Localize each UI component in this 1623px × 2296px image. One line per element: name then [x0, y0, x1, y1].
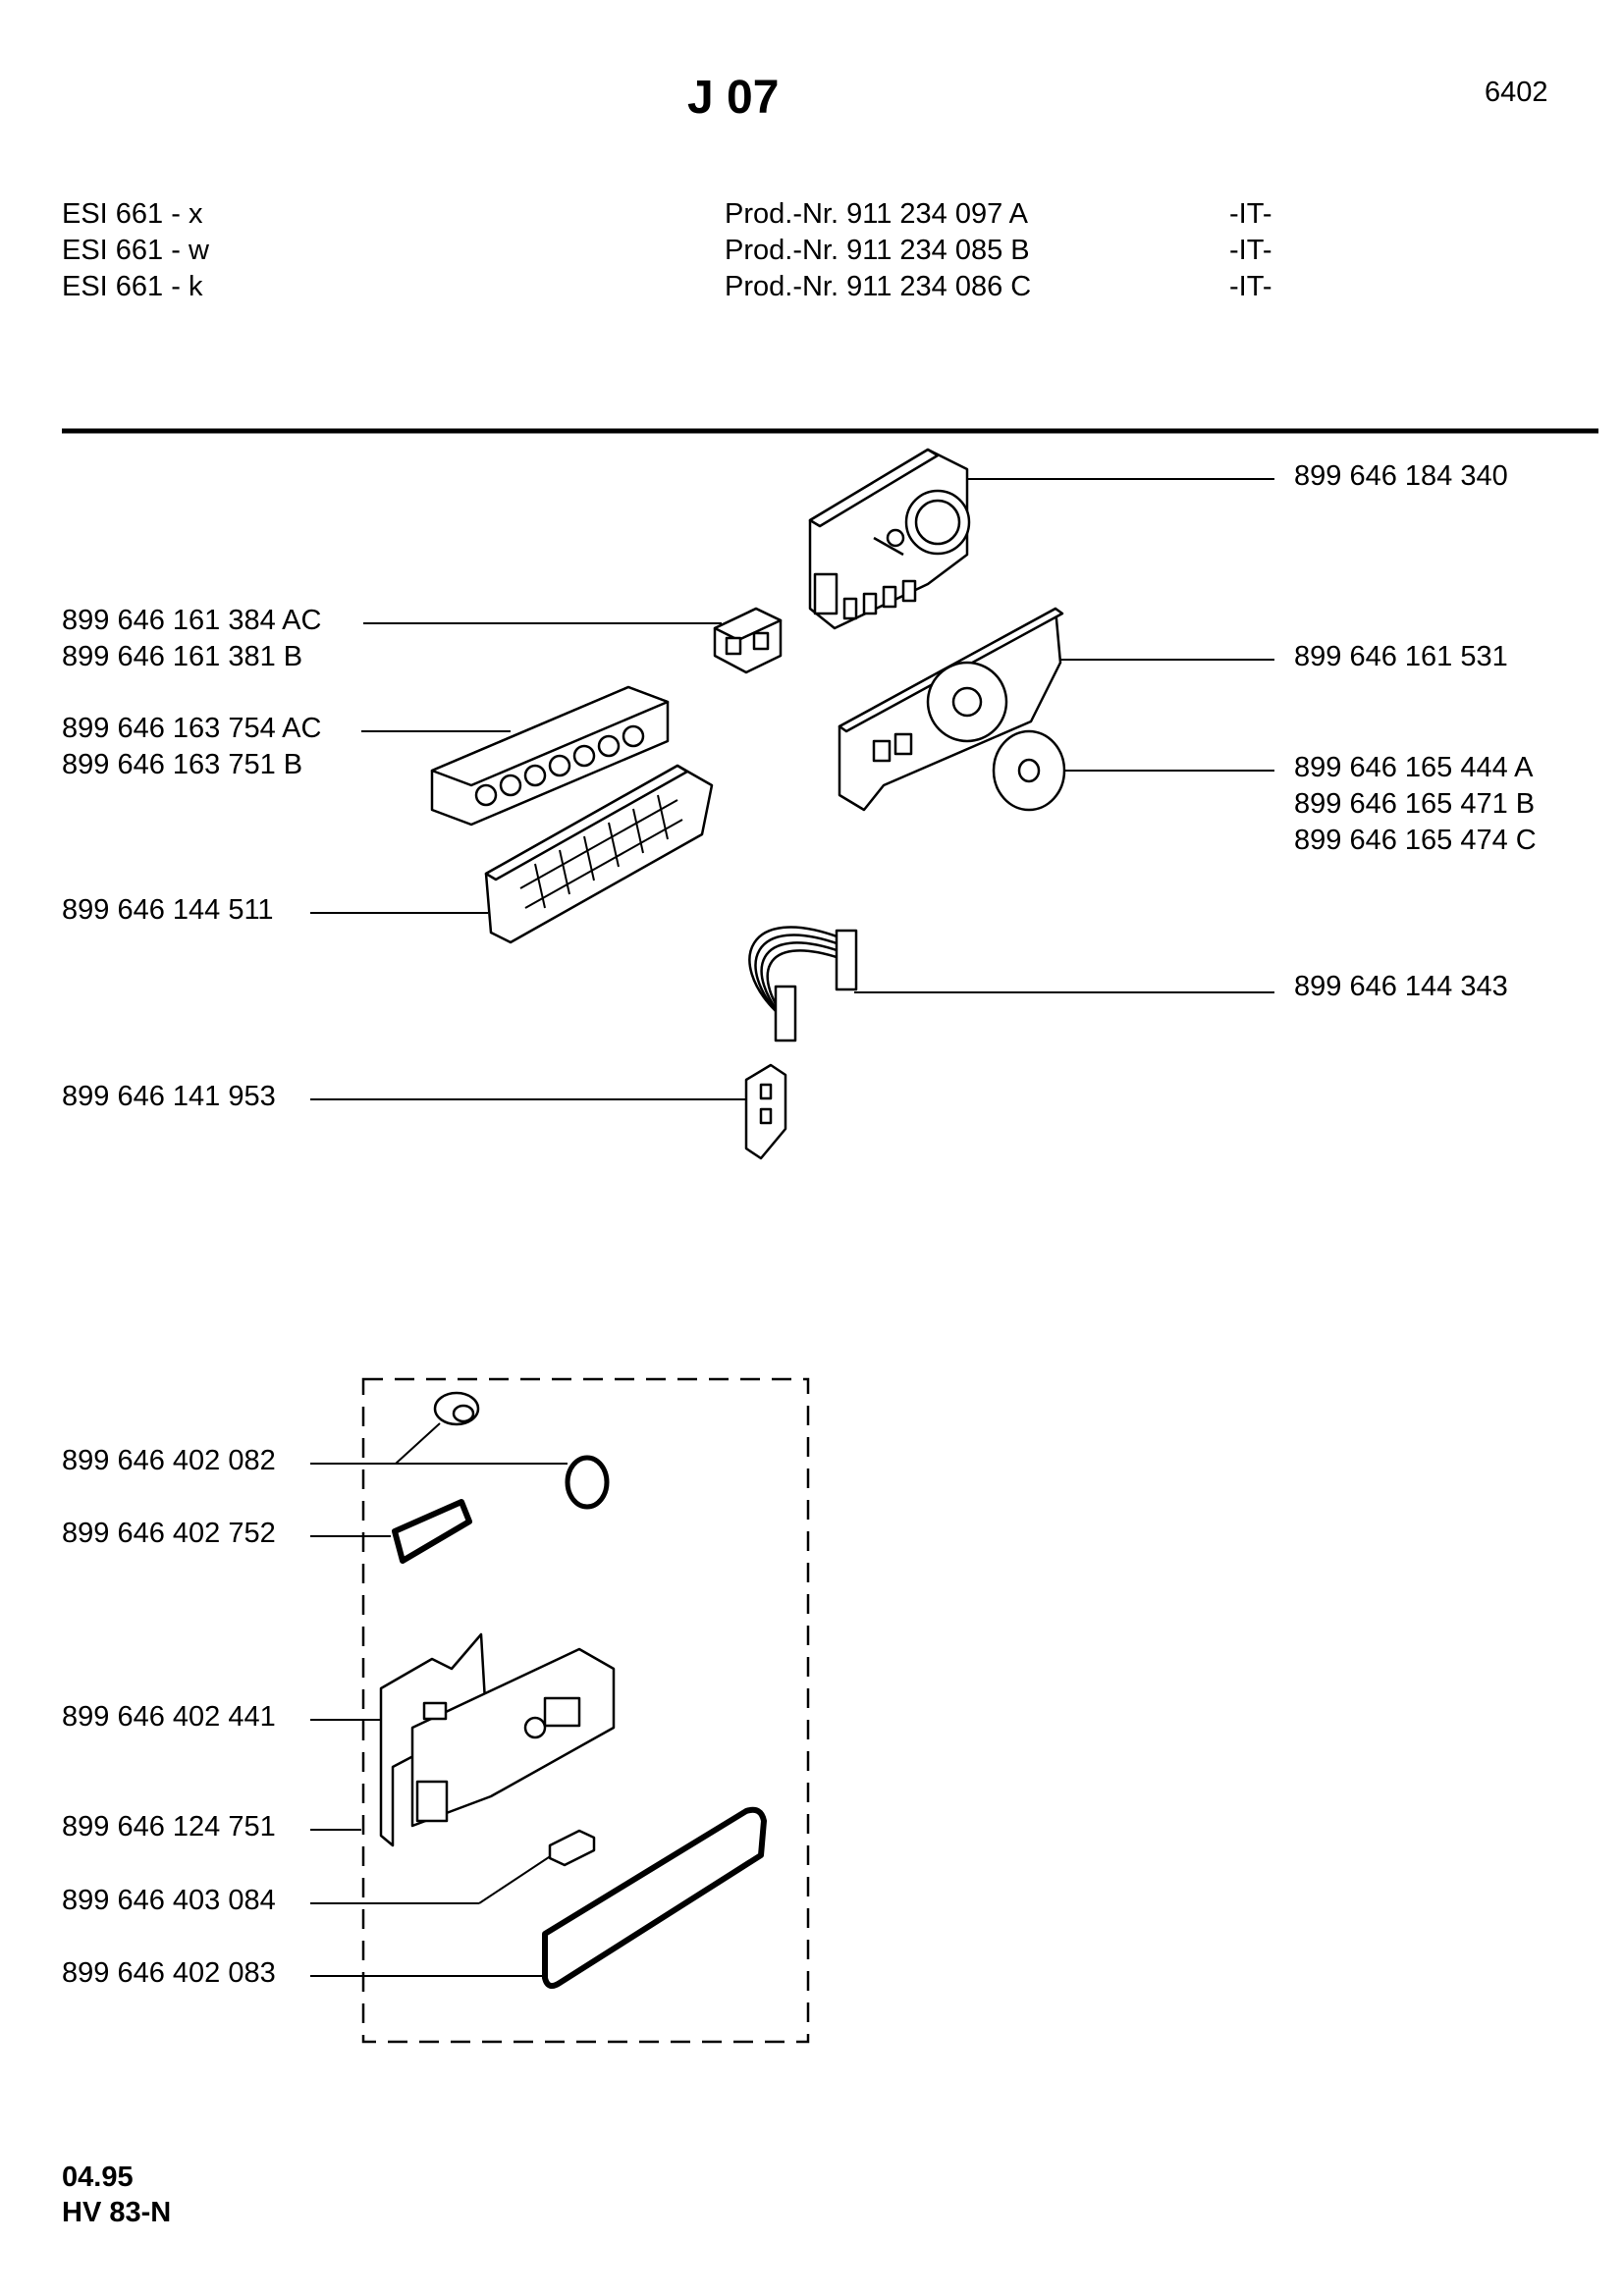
clip-part: [548, 1829, 596, 1867]
kit-group-frame: [361, 1377, 810, 2044]
part-number-label: 899 646 144 511: [62, 894, 274, 926]
part-number-label: 899 646 163 751 B: [62, 749, 303, 780]
model-name: ESI 661 - w: [62, 235, 209, 266]
part-number-label: 899 646 161 384 AC: [62, 605, 322, 636]
door-lock-part: [379, 1632, 616, 1847]
part-number-label: 899 646 124 751: [62, 1811, 276, 1842]
part-number-label: 899 646 141 953: [62, 1081, 276, 1112]
part-number-label: 899 646 184 340: [1294, 460, 1508, 492]
part-number-label: 899 646 402 752: [62, 1518, 276, 1549]
part-number-label: 899 646 165 471 B: [1294, 788, 1536, 820]
footer: 04.95 HV 83-N: [62, 2160, 171, 2230]
sheet-number: 6402: [1485, 77, 1548, 108]
country-code: -IT-: [1229, 271, 1272, 302]
part-number-label: 899 646 161 381 B: [62, 641, 303, 672]
connector-part: [744, 1063, 787, 1160]
part-number-label: 899 646 144 343: [1294, 971, 1508, 1002]
gasket-part: [392, 1499, 472, 1564]
part-number-label: 899 646 163 754 AC: [62, 713, 322, 744]
switch-block-part: [713, 607, 783, 674]
part-number-label: 899 646 165 474 C: [1294, 825, 1537, 856]
product-number: Prod.-Nr. 911 234 085 B: [725, 235, 1030, 266]
seal-part: [542, 1806, 767, 1990]
button-panel-part: [484, 764, 714, 944]
part-number-label: 899 646 402 082: [62, 1445, 276, 1476]
leader-line: [395, 1422, 441, 1465]
model-name: ESI 661 - k: [62, 271, 203, 302]
knob-part: [992, 729, 1066, 812]
page-title: J 07: [687, 72, 780, 124]
product-number: Prod.-Nr. 911 234 086 C: [725, 271, 1032, 302]
part-number-label: 899 646 161 531: [1294, 641, 1508, 672]
leader-line: [478, 1854, 553, 1904]
footer-code: HV 83-N: [62, 2197, 172, 2228]
control-panel-part: [838, 607, 1064, 812]
ring-part: [565, 1455, 610, 1510]
part-number-label: 899 646 165 444 A: [1294, 752, 1534, 783]
timer-part: [808, 448, 971, 630]
part-number-label: 899 646 402 083: [62, 1957, 276, 1989]
footer-date: 04.95: [62, 2162, 134, 2193]
part-number-label: 899 646 403 084: [62, 1885, 276, 1916]
cap-part: [433, 1391, 480, 1426]
product-number: Prod.-Nr. 911 234 097 A: [725, 198, 1029, 230]
wiring-harness-part: [748, 926, 858, 1042]
country-code: -IT-: [1229, 198, 1272, 230]
model-name: ESI 661 - x: [62, 198, 203, 230]
leader-lines: [310, 478, 1274, 1977]
part-number-label: 899 646 402 441: [62, 1701, 276, 1733]
push-buttons-part: [430, 685, 670, 827]
country-code: -IT-: [1229, 235, 1272, 266]
